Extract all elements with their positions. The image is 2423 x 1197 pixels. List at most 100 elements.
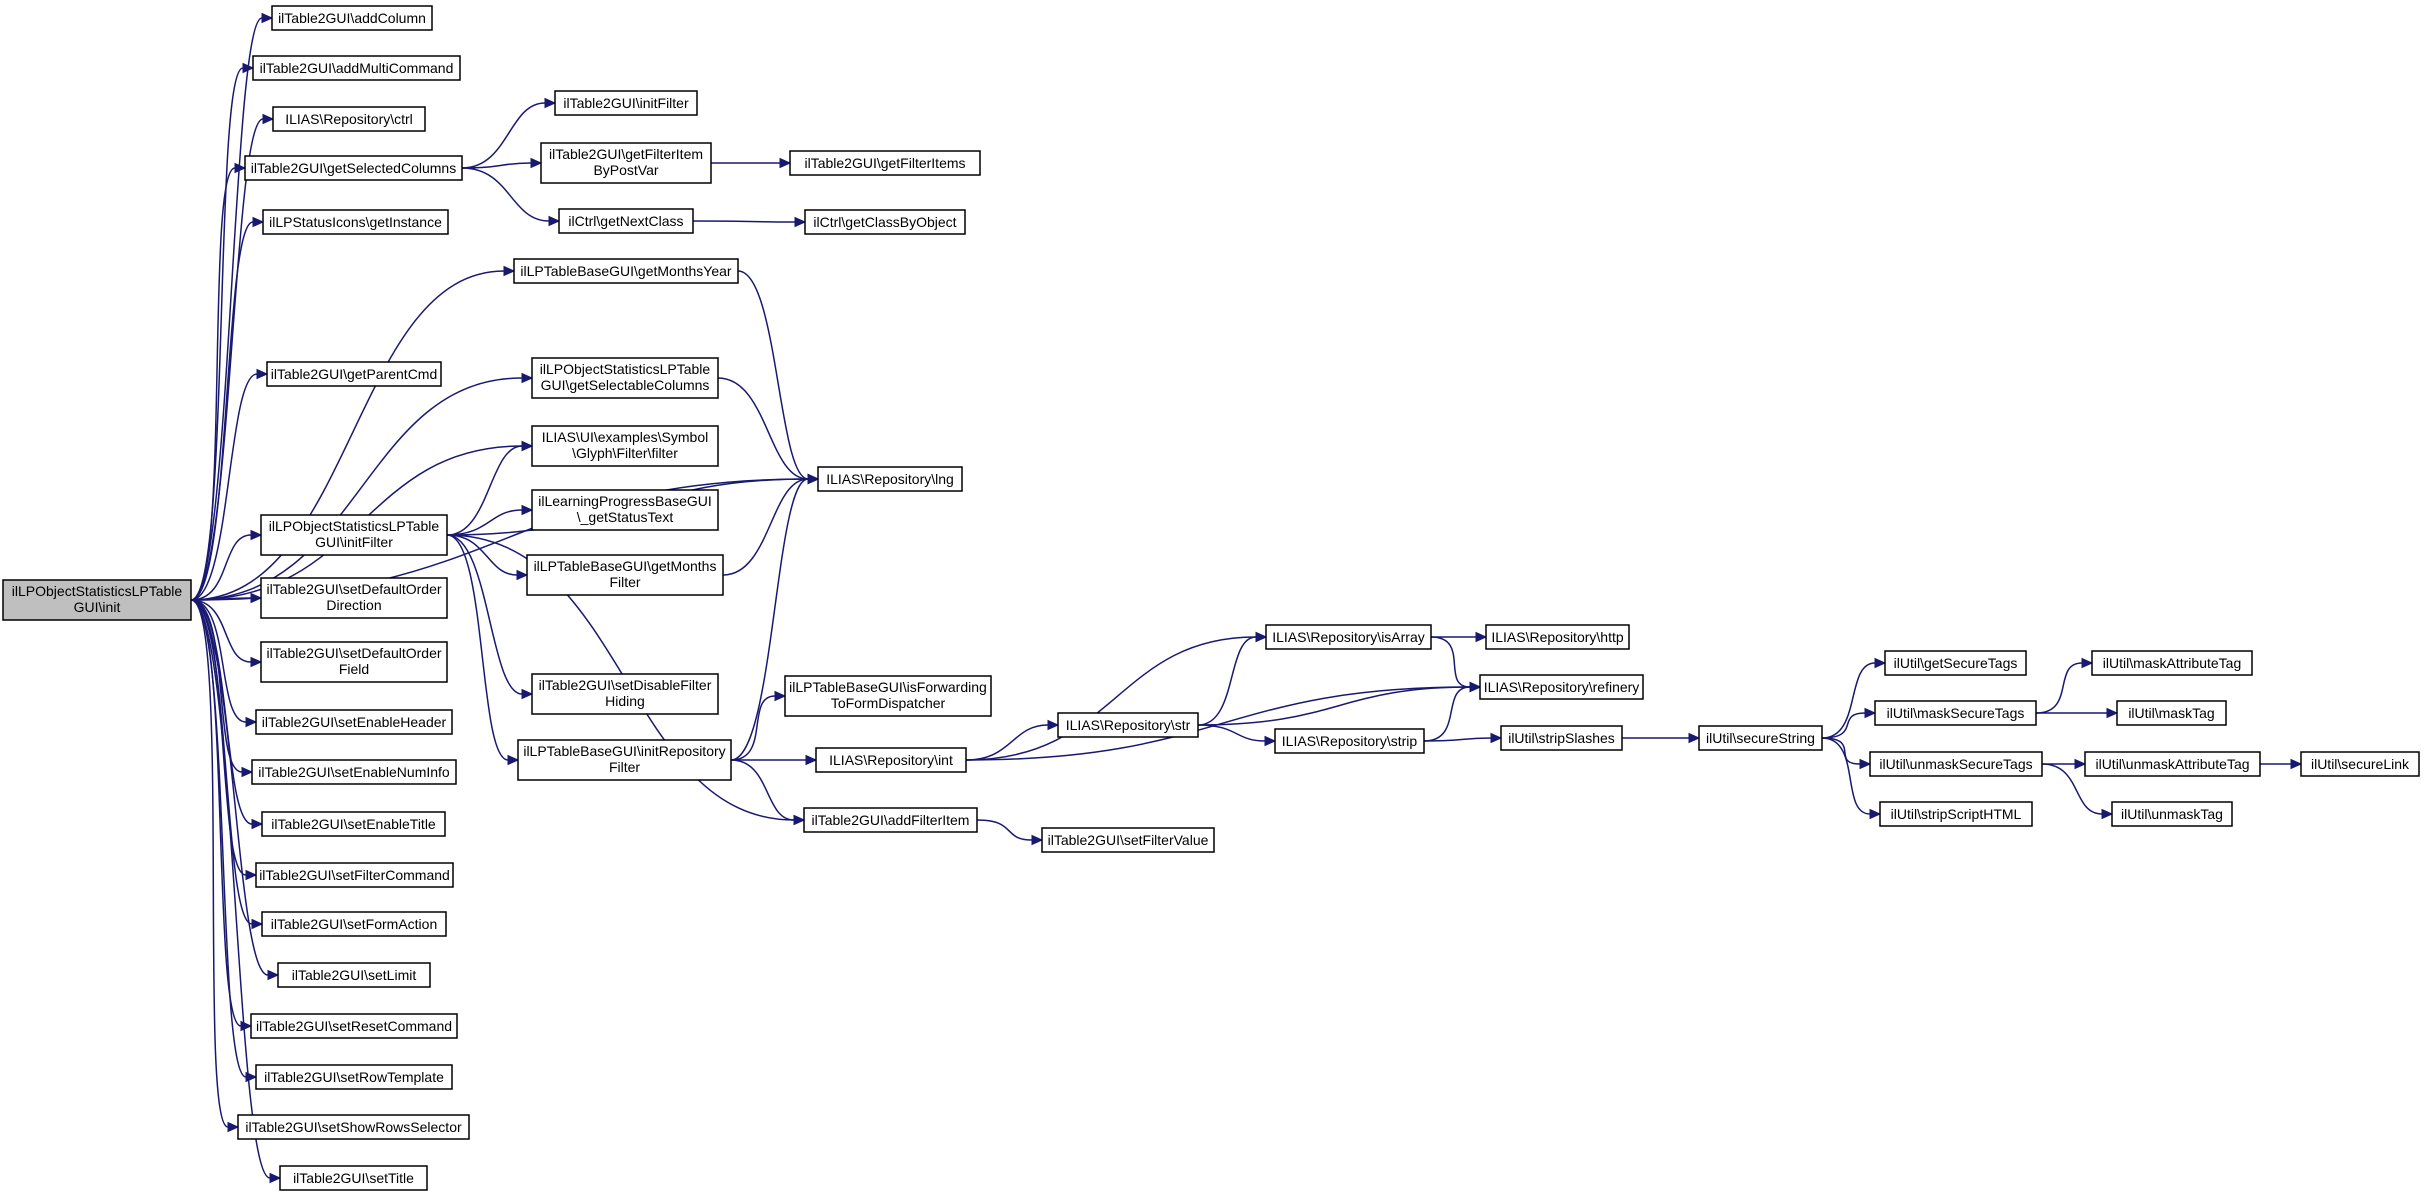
node-set-form-action[interactable]: ilTable2GUI\setFormAction [261,911,447,937]
node-label: ilTable2GUI\addFilterItem [812,812,970,828]
node-set-enable-header[interactable]: ilTable2GUI\setEnableHeader [255,709,453,735]
edge-root-to-set-default-order-direction [190,592,263,604]
node-label: GUI\initFilter [315,534,393,550]
node-int[interactable]: ILIAS\Repository\int [815,747,967,773]
node-label: ILIAS\UI\examples\Symbol [542,429,709,445]
node-box [531,357,719,399]
node-filter[interactable]: ILIAS\UI\examples\Symbol\Glyph\Filter\fi… [531,425,719,467]
node-init-filter-t2[interactable]: ilTable2GUI\initFilter [554,90,698,116]
node-box [1500,725,1623,751]
node-label: ILIAS\Repository\refinery [1484,679,1640,695]
node-is-array[interactable]: ILIAS\Repository\isArray [1265,624,1432,650]
node-is-forwarding[interactable]: ilLPTableBaseGUI\isForwardingToFormDispa… [784,675,992,717]
node-add-filter-item[interactable]: ilTable2GUI\addFilterItem [803,807,978,833]
node-get-filter-items[interactable]: ilTable2GUI\getFilterItems [789,150,981,176]
edge-root-to-set-default-order-field [190,599,263,668]
node-get-class-by-object[interactable]: ilCtrl\getClassByObject [804,209,966,235]
node-label: ilUtil\secureLink [2311,756,2410,772]
node-box [250,1013,458,1039]
node-set-limit[interactable]: ilTable2GUI\setLimit [277,962,431,988]
node-label: GUI\getSelectableColumns [541,377,710,393]
node-lng[interactable]: ILIAS\Repository\lng [817,466,963,492]
node-set-filter-command[interactable]: ilTable2GUI\setFilterCommand [255,862,454,888]
node-http[interactable]: ILIAS\Repository\http [1485,624,1630,650]
edge-root-to-set-show-rows-selector [190,599,240,1133]
node-box [1041,827,1215,853]
node-label: ILIAS\Repository\ctrl [285,111,413,127]
edge-int-to-str [965,719,1060,761]
node-box [260,641,448,683]
node-unmask-secure-tags[interactable]: ilUtil\unmaskSecureTags [1869,751,2043,777]
edge-init-filter-lp-to-get-status-text [446,504,534,536]
node-unmask-tag[interactable]: ilUtil\unmaskTag [2111,801,2233,827]
node-set-show-rows-selector[interactable]: ilTable2GUI\setShowRowsSelector [237,1114,470,1140]
node-label: ilLPTableBaseGUI\getMonths [534,558,717,574]
node-strip-slashes[interactable]: ilUtil\stripSlashes [1500,725,1623,751]
node-label: ILIAS\Repository\lng [826,471,954,487]
node-add-multi-command[interactable]: ilTable2GUI\addMultiCommand [252,55,461,81]
node-get-selected-columns[interactable]: ilTable2GUI\getSelectedColumns [244,155,463,181]
node-set-enable-title[interactable]: ilTable2GUI\setEnableTitle [261,811,446,837]
edge-int-to-is-array [965,631,1268,761]
edge-root-to-get-instance [190,216,265,601]
node-label: ToFormDispatcher [831,695,946,711]
node-refinery[interactable]: ILIAS\Repository\refinery [1479,674,1644,700]
edge-get-months-filter-to-lng [722,473,820,576]
node-get-selectable-columns[interactable]: ilLPObjectStatisticsLPTableGUI\getSelect… [531,357,719,399]
node-label: ilTable2GUI\setFormAction [271,916,438,932]
node-str[interactable]: ILIAS\Repository\str [1057,712,1199,738]
node-box [272,106,426,132]
node-strip[interactable]: ILIAS\Repository\strip [1274,728,1425,754]
node-mask-tag[interactable]: ilUtil\maskTag [2116,700,2227,726]
node-set-title[interactable]: ilTable2GUI\setTitle [279,1165,428,1191]
node-label: ilLPObjectStatisticsLPTable [12,583,183,599]
node-get-next-class[interactable]: ilCtrl\getNextClass [558,208,694,234]
node-add-column[interactable]: ilTable2GUI\addColumn [271,5,433,31]
node-label: ilTable2GUI\setEnableNumInfo [258,764,450,780]
node-get-parent-cmd[interactable]: ilTable2GUI\getParentCmd [266,361,442,387]
node-secure-string[interactable]: ilUtil\secureString [1698,725,1823,751]
node-get-status-text[interactable]: ilLearningProgressBaseGUI\_getStatusText [531,489,719,531]
node-box [271,5,433,31]
node-label: ilTable2GUI\setLimit [292,967,417,983]
edge-secure-string-to-unmask-secure-tags [1821,737,1872,770]
node-label: ilCtrl\getClassByObject [813,214,956,230]
edge-unmask-secure-tags-to-unmask-tag [2041,763,2114,820]
node-mask-attribute-tag[interactable]: ilUtil\maskAttributeTag [2091,650,2253,676]
node-set-enable-num-info[interactable]: ilTable2GUI\setEnableNumInfo [251,759,457,785]
node-label: ilTable2GUI\setFilterValue [1048,832,1209,848]
node-set-filter-value[interactable]: ilTable2GUI\setFilterValue [1041,827,1215,853]
node-label: ilUtil\secureString [1706,730,1815,746]
node-get-secure-tags[interactable]: ilUtil\getSecureTags [1884,650,2027,676]
edge-secure-string-to-get-secure-tags [1821,657,1887,739]
node-box [531,489,719,531]
node-strip-script-html[interactable]: ilUtil\stripScriptHTML [1879,801,2033,827]
edge-is-array-to-http [1431,631,1488,643]
node-label: ilLPObjectStatisticsLPTable [540,361,711,377]
node-set-row-template[interactable]: ilTable2GUI\setRowTemplate [255,1064,453,1090]
node-get-instance[interactable]: ilLPStatusIcons\getInstance [262,209,449,235]
edge-root-to-get-selectable-columns [190,372,534,601]
node-init-filter-lp[interactable]: ilLPObjectStatisticsLPTableGUI\initFilte… [260,514,448,556]
node-ctrl[interactable]: ILIAS\Repository\ctrl [272,106,426,132]
edge-secure-string-to-mask-secure-tags [1821,707,1877,739]
node-label: ilLPStatusIcons\getInstance [269,214,442,230]
node-set-reset-command[interactable]: ilTable2GUI\setResetCommand [250,1013,458,1039]
node-get-months-year[interactable]: ilLPTableBaseGUI\getMonthsYear [513,258,739,284]
node-mask-secure-tags[interactable]: ilUtil\maskSecureTags [1874,700,2037,726]
node-secure-link[interactable]: ilUtil\secureLink [2300,751,2420,777]
node-box [526,554,724,596]
edge-root-to-init-filter-lp [190,529,263,601]
edge-strip-to-strip-slashes [1423,732,1503,744]
node-box [279,1165,428,1191]
edge-init-repository-filter-to-lng [730,473,820,761]
node-box [517,739,732,781]
node-unmask-attribute-tag[interactable]: ilUtil\unmaskAttributeTag [2084,751,2261,777]
